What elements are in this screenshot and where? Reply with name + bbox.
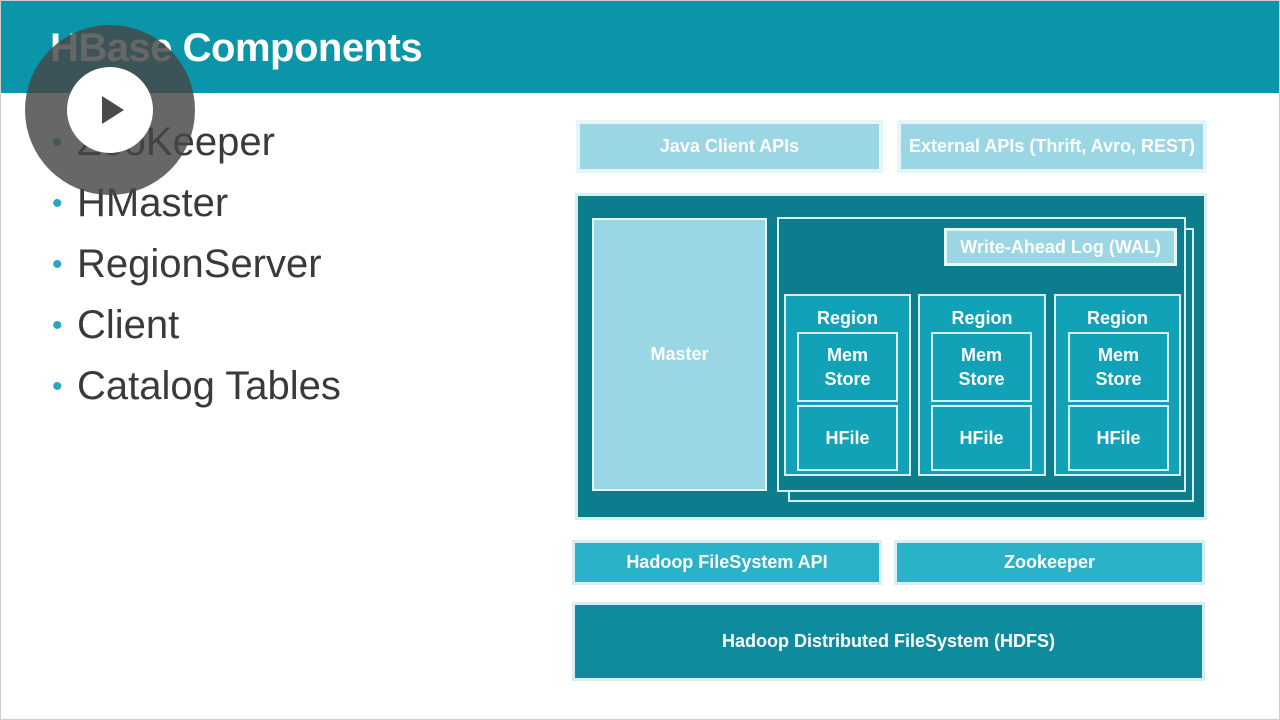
- region-label: Region: [951, 308, 1013, 328]
- external-apis-box: External APIs (Thrift, Avro, REST): [897, 120, 1207, 173]
- zookeeper-box: Zookeeper: [894, 540, 1205, 585]
- bullet-dot: •: [52, 308, 63, 342]
- region-label: Region: [817, 308, 878, 328]
- wal-box: Write-Ahead Log (WAL): [944, 228, 1177, 266]
- hadoop-fs-api-box: Hadoop FileSystem API: [572, 540, 882, 585]
- memstore-box: Mem Store: [797, 332, 898, 402]
- hfile-box: HFile: [1068, 405, 1169, 471]
- master-label: Master: [650, 344, 709, 365]
- hfile-label: HFile: [1096, 427, 1141, 448]
- play-icon: [102, 96, 124, 124]
- zookeeper-label: Zookeeper: [1003, 552, 1096, 573]
- bullet-text: RegionServer: [77, 242, 322, 286]
- region-label: Region: [1087, 308, 1148, 328]
- wal-label: Write-Ahead Log (WAL): [960, 236, 1161, 257]
- hfile-label: HFile: [959, 427, 1004, 448]
- slide-header: HBase Components: [0, 0, 1280, 93]
- memstore-box: Mem Store: [1068, 332, 1169, 402]
- bullet-dot: •: [52, 247, 63, 281]
- hdfs-box: Hadoop Distributed FileSystem (HDFS): [572, 602, 1205, 681]
- memstore-label: Mem Store: [1095, 344, 1142, 389]
- bullet-item: • RegionServer: [52, 234, 341, 295]
- memstore-label: Mem Store: [824, 344, 871, 389]
- hfile-box: HFile: [931, 405, 1032, 471]
- master-box: Master: [592, 218, 767, 491]
- bullet-dot: •: [52, 186, 63, 220]
- java-client-apis-label: Java Client APIs: [659, 136, 800, 157]
- bullet-dot: •: [52, 369, 63, 403]
- memstore-box: Mem Store: [931, 332, 1032, 402]
- external-apis-label: External APIs (Thrift, Avro, REST): [908, 136, 1196, 157]
- bullet-item: • Catalog Tables: [52, 356, 341, 417]
- hdfs-label: Hadoop Distributed FileSystem (HDFS): [721, 631, 1056, 652]
- play-button-inner: [67, 67, 153, 153]
- bullet-text: Catalog Tables: [77, 364, 341, 408]
- play-button[interactable]: [25, 25, 195, 195]
- memstore-label: Mem Store: [958, 344, 1005, 389]
- java-client-apis-box: Java Client APIs: [576, 120, 883, 173]
- bullet-text: Client: [77, 303, 180, 347]
- hfile-box: HFile: [797, 405, 898, 471]
- hadoop-fs-api-label: Hadoop FileSystem API: [626, 552, 828, 573]
- bullet-item: • Client: [52, 295, 341, 356]
- hfile-label: HFile: [825, 427, 870, 448]
